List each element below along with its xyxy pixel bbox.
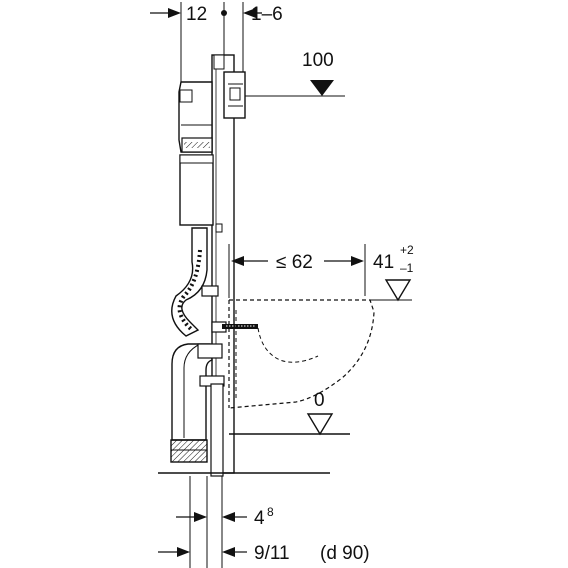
- dimension-arrow-icon: [177, 547, 190, 557]
- seat-height-group: 41 +2 –1: [370, 243, 414, 302]
- dimension-arrow-icon: [231, 256, 244, 266]
- dimension-arrow-icon: [351, 256, 364, 266]
- open-triangle-level-icon: [384, 279, 412, 302]
- elevation-100-group: 100: [243, 50, 345, 97]
- dimension-arrow-icon: [222, 512, 235, 522]
- dimension-arrow-icon: [243, 8, 256, 18]
- top-dimension-group: 12 1–6: [150, 2, 283, 82]
- bottom-dimension-group: 4 8 9/11 (d 90): [158, 476, 370, 568]
- bottom-pipe-dimension: 9/11: [254, 543, 290, 564]
- bowl-depth-dimension: ≤ 62: [228, 244, 366, 298]
- dimension-arrow-icon: [222, 547, 235, 557]
- bottom-wall-superscript: 8: [267, 505, 274, 519]
- floor-level-group: 0: [158, 390, 350, 474]
- seat-tolerance-minus: –1: [400, 261, 414, 275]
- dimension-arrow-icon: [168, 8, 181, 18]
- seat-height-label: 41: [373, 252, 394, 273]
- open-triangle-level-icon: [306, 413, 334, 436]
- filled-triangle-level-icon: [310, 80, 334, 96]
- elevation-100-label: 100: [302, 50, 334, 71]
- dimension-dot-icon: [221, 10, 227, 16]
- bottom-wall-dimension: 4: [254, 508, 265, 529]
- mounting-bolt: [222, 324, 258, 329]
- bowl-depth-label: ≤ 62: [276, 252, 313, 273]
- pipe-diameter-label: (d 90): [320, 543, 370, 564]
- installation-frame: [170, 54, 258, 477]
- dimension-arrow-icon: [194, 512, 207, 522]
- seat-tolerance-plus: +2: [400, 243, 414, 257]
- top-right-dimension: 1–6: [251, 4, 283, 25]
- actuator-box: [223, 71, 246, 119]
- wc-bowl-outline: [228, 299, 375, 409]
- top-left-dimension: 12: [186, 4, 207, 25]
- floor-level-label: 0: [314, 390, 325, 411]
